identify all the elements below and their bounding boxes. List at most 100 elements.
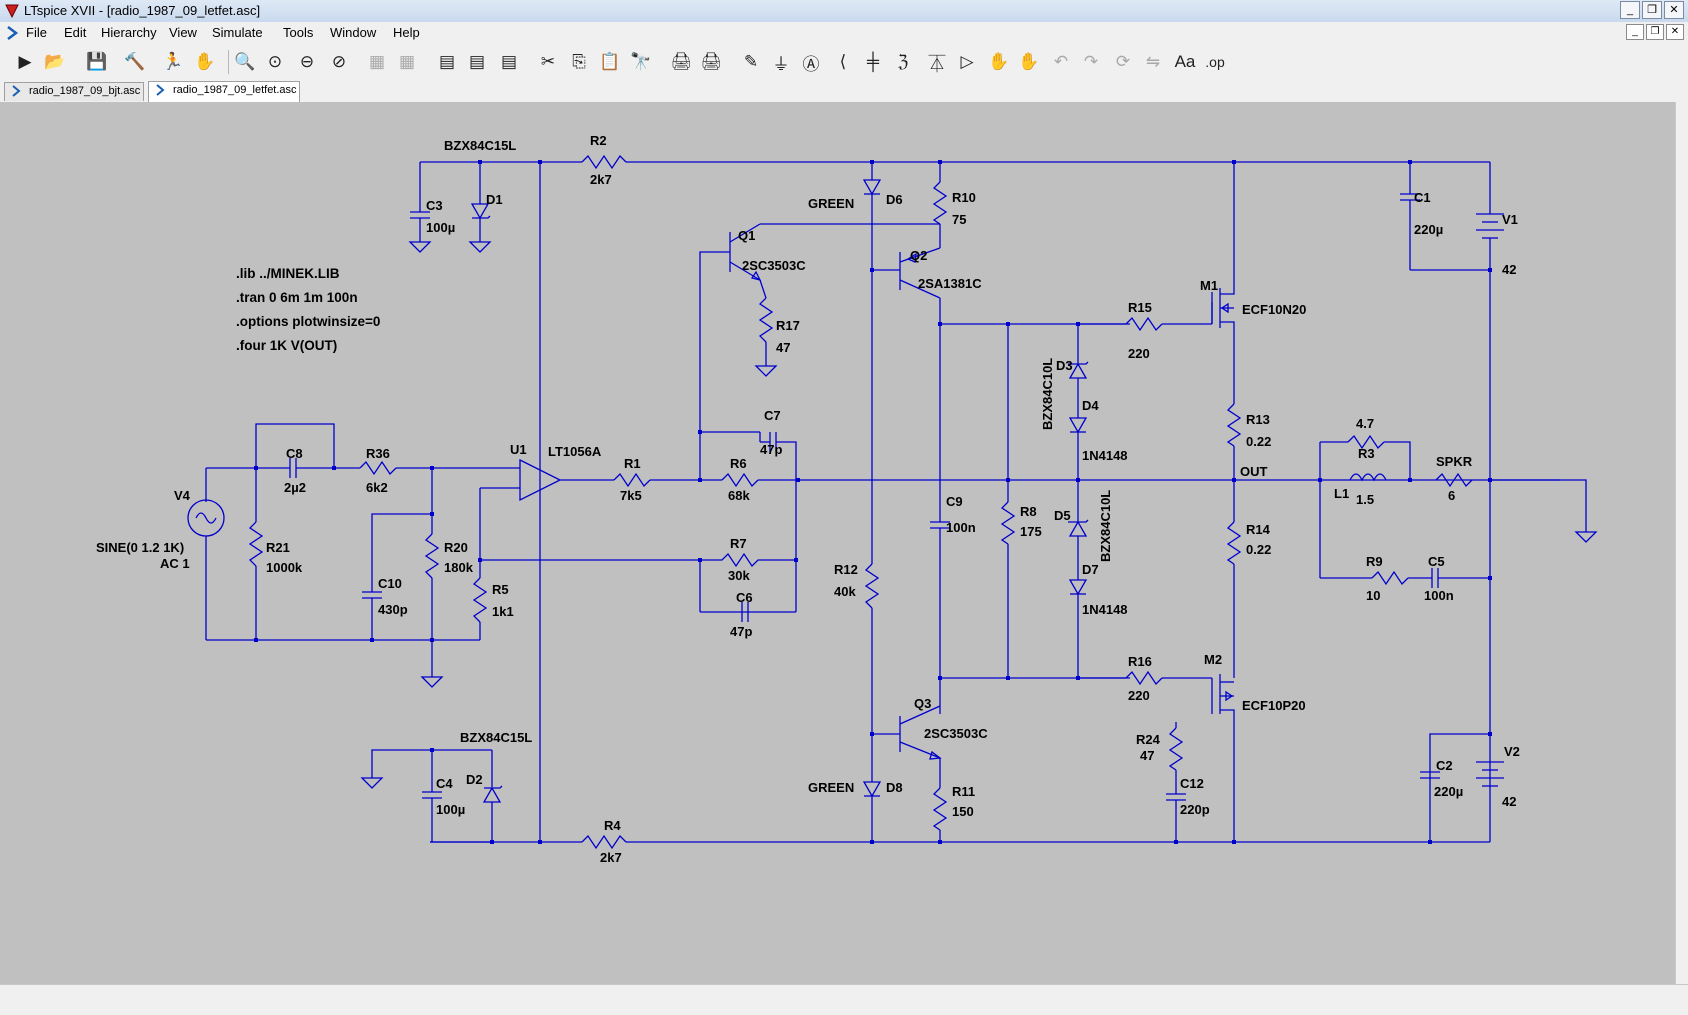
find-icon[interactable]: 🔭 — [630, 52, 652, 71]
component-value: 220p — [1180, 802, 1210, 817]
schematic-tab-icon — [156, 84, 165, 96]
vertical-scrollbar[interactable] — [1675, 102, 1688, 984]
mirror-icon[interactable]: ⇋ — [1145, 52, 1161, 71]
component-value: 10 — [1366, 588, 1380, 603]
spice-directive[interactable]: .lib ../MINEK.LIB — [236, 266, 340, 281]
net-label-out: OUT — [1240, 464, 1268, 479]
doc-restore-button[interactable]: ❐ — [1646, 24, 1664, 40]
doc-close-button[interactable]: ✕ — [1666, 24, 1684, 40]
component-value: 220µ — [1434, 784, 1463, 799]
window2-icon[interactable]: ▤ — [468, 52, 486, 71]
component-ref: R5 — [492, 582, 509, 597]
component-ref: R15 — [1128, 300, 1152, 315]
window3-icon[interactable]: ▤ — [500, 52, 518, 71]
tile-v-icon[interactable]: ▦ — [398, 52, 416, 71]
move-icon[interactable]: ✋ — [988, 52, 1010, 71]
tab-radio-bjt[interactable]: radio_1987_09_bjt.asc — [4, 82, 144, 101]
schematic-canvas[interactable]: .lib ../MINEK.LIB .tran 0 6m 1m 100n .op… — [0, 102, 1675, 984]
component-ref: SPKR — [1436, 454, 1473, 469]
component-ref: R8 — [1020, 504, 1037, 519]
component-ref: R3 — [1358, 446, 1375, 461]
drag-icon[interactable]: ✋ — [1018, 52, 1040, 71]
menu-hierarchy[interactable]: Hierarchy — [101, 25, 157, 40]
resistor-icon[interactable]: ⟨ — [839, 52, 847, 71]
doc-minimize-button[interactable]: _ — [1626, 24, 1644, 40]
component-ref: D5 — [1054, 508, 1071, 523]
draw-wire-icon[interactable]: ✎ — [743, 52, 759, 71]
component-ref: V2 — [1504, 744, 1520, 759]
component-ref: R21 — [266, 540, 290, 555]
component-ref: R11 — [952, 784, 975, 799]
component-ref: R24 — [1136, 732, 1161, 747]
ground-icon[interactable]: ⏚ — [772, 54, 790, 74]
component-value: 220µ — [1414, 222, 1443, 237]
menu-file[interactable]: File — [26, 25, 47, 40]
component-value: GREEN — [808, 196, 854, 211]
pan-icon[interactable]: ✋ — [194, 52, 216, 71]
zoom-full-icon[interactable]: ⊙ — [267, 52, 283, 71]
menu-simulate[interactable]: Simulate — [212, 25, 263, 40]
redo-icon[interactable]: ↷ — [1083, 52, 1099, 71]
component-value: 42 — [1502, 794, 1516, 809]
component-ref: C4 — [436, 776, 453, 791]
component-value: 1N4148 — [1082, 448, 1128, 463]
control-panel-icon[interactable]: 🔨 — [124, 52, 146, 71]
tab-radio-letfet[interactable]: radio_1987_09_letfet.asc — [148, 81, 300, 102]
component-ref: R6 — [730, 456, 747, 471]
spice-directive[interactable]: .four 1K V(OUT) — [236, 338, 337, 353]
open-icon[interactable]: 📂 — [44, 52, 66, 71]
spice-directive[interactable]: .tran 0 6m 1m 100n — [236, 290, 358, 305]
paste-icon[interactable]: 📋 — [599, 52, 621, 71]
component-value: 100n — [946, 520, 976, 535]
window-icon[interactable]: ▤ — [438, 52, 456, 71]
component-ref: R14 — [1246, 522, 1271, 537]
zoom-out-icon[interactable]: ⊖ — [299, 52, 315, 71]
component-value: 180k — [444, 560, 474, 575]
component-value: 1N4148 — [1082, 602, 1128, 617]
component-ref: C3 — [426, 198, 443, 213]
menu-tools[interactable]: Tools — [283, 25, 314, 40]
component-value: 68k — [728, 488, 750, 503]
document-icon[interactable] — [5, 26, 19, 40]
component-value: ECF10P20 — [1242, 698, 1306, 713]
capacitor-icon[interactable]: ╪ — [866, 52, 880, 71]
component-ref: R2 — [590, 133, 607, 148]
inductor-icon[interactable]: ℨ — [897, 52, 909, 71]
menu-bar: File Edit Hierarchy View Simulate Tools … — [0, 22, 1688, 44]
component-value: 2SA1381C — [918, 276, 982, 291]
copy-icon[interactable]: ⎘ — [572, 52, 586, 71]
rotate-icon[interactable]: ⟳ — [1115, 52, 1131, 71]
spice-directive-icon[interactable]: .op — [1205, 54, 1225, 70]
minimize-button[interactable]: _ — [1620, 1, 1640, 19]
cut-icon[interactable]: ✂ — [540, 52, 556, 71]
component-value: 430p — [378, 602, 408, 617]
component-ref: D2 — [466, 772, 483, 787]
tile-h-icon[interactable]: ▦ — [368, 52, 386, 71]
print-setup-icon[interactable]: 🖨 — [700, 52, 722, 71]
run-icon[interactable]: ▶ — [18, 52, 32, 71]
spice-directive[interactable]: .options plotwinsize=0 — [236, 314, 380, 329]
component-ref: C10 — [378, 576, 402, 591]
menu-help[interactable]: Help — [393, 25, 420, 40]
restore-button[interactable]: ❐ — [1642, 1, 1662, 19]
halt-icon[interactable]: 🏃 — [162, 52, 184, 71]
ltspice-app-icon — [5, 4, 19, 19]
component-value: 0.22 — [1246, 542, 1271, 557]
undo-icon[interactable]: ↶ — [1053, 52, 1069, 71]
component-value: 7k5 — [620, 488, 642, 503]
zoom-cancel-icon[interactable]: ⊘ — [331, 52, 347, 71]
schematic-drawing[interactable]: .lib ../MINEK.LIB .tran 0 6m 1m 100n .op… — [0, 102, 1675, 984]
menu-view[interactable]: View — [169, 25, 197, 40]
text-icon[interactable]: Aa — [1174, 52, 1196, 71]
component-icon[interactable]: ▷ — [960, 52, 974, 71]
menu-edit[interactable]: Edit — [64, 25, 87, 40]
save-icon[interactable]: 💾 — [86, 52, 108, 71]
diode-icon[interactable]: ⏄ — [928, 54, 946, 74]
component-ref: Q1 — [738, 228, 755, 243]
print-icon[interactable]: 🖨 — [670, 52, 692, 71]
close-button[interactable]: ✕ — [1664, 1, 1684, 19]
label-net-icon[interactable]: Ⓐ — [802, 54, 820, 74]
zoom-in-icon[interactable]: 🔍 — [234, 52, 256, 71]
tab-label: radio_1987_09_letfet.asc — [173, 84, 297, 96]
menu-window[interactable]: Window — [330, 25, 377, 40]
